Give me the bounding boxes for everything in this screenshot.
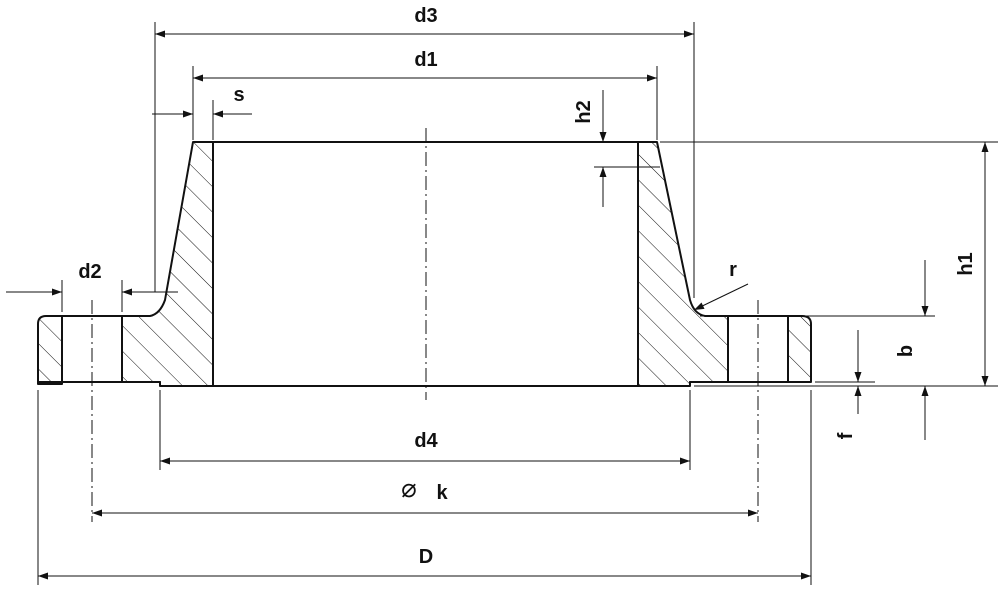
dim-r-leader: [693, 283, 749, 311]
label-b: b: [895, 345, 917, 357]
right-hub-hatch: [637, 141, 729, 387]
diameter-symbol: ⌀: [401, 473, 417, 503]
label-D: D: [419, 546, 433, 568]
label-h2: h2: [573, 100, 595, 123]
label-s: s: [233, 84, 244, 106]
dimension-labels: d3 d1 s h2 d2 r h1 b f d4 ⌀ k D: [78, 5, 977, 568]
label-h1: h1: [955, 252, 977, 275]
label-d4: d4: [414, 430, 438, 452]
label-f: f: [835, 432, 857, 439]
left-flange-ring-hatch: [37, 315, 63, 385]
label-d2: d2: [78, 261, 101, 283]
raised-face-left: [38, 381, 161, 386]
dimension-lines: [6, 30, 989, 580]
flange-section: [37, 128, 812, 522]
left-hub-hatch: [121, 141, 214, 387]
label-k: k: [436, 482, 448, 504]
raised-face-right: [689, 381, 811, 386]
label-d1: d1: [414, 49, 437, 71]
right-flange-ring-hatch: [787, 315, 812, 383]
label-d3: d3: [414, 5, 437, 27]
label-r: r: [729, 259, 737, 281]
